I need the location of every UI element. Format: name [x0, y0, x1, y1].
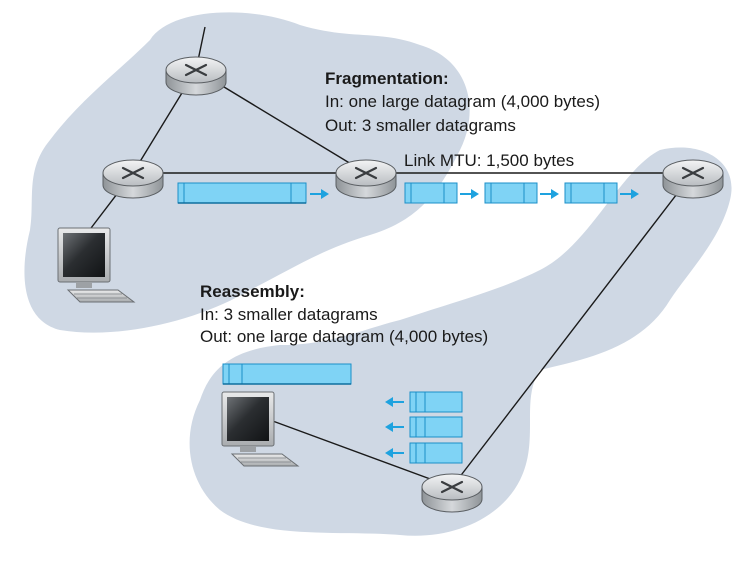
- fragmentation-in-text: In: one large datagram (4,000 bytes): [325, 92, 600, 111]
- arrow-left-icon: [385, 422, 404, 432]
- arrow-right-icon: [460, 189, 479, 199]
- reassembled-datagram: [222, 363, 352, 385]
- fragment-datagram: [564, 182, 618, 204]
- router-icon: [102, 159, 164, 199]
- fragment-datagram: [409, 416, 463, 438]
- arrow-left-icon: [385, 397, 404, 407]
- arrow-right-icon: [620, 189, 639, 199]
- link-mtu-label: Link MTU: 1,500 bytes: [404, 151, 574, 170]
- link-r1-r3: [195, 69, 367, 174]
- link-r4-r5: [451, 172, 694, 488]
- fragmentation-heading: Fragmentation:: [325, 69, 449, 88]
- arrow-right-icon: [310, 189, 329, 199]
- computer-icon: [57, 227, 136, 303]
- arrow-left-icon: [385, 448, 404, 458]
- fragment-datagram: [484, 182, 538, 204]
- router-icon: [421, 473, 483, 513]
- fragment-datagram: [409, 442, 463, 464]
- link-r5-host: [269, 419, 453, 488]
- fragmentation-out-text: Out: 3 smaller datagrams: [325, 116, 516, 135]
- router-icon: [662, 159, 724, 199]
- reassembly-out-text: Out: one large datagram (4,000 bytes): [200, 327, 488, 346]
- fragment-datagram: [409, 391, 463, 413]
- reassembly-heading: Reassembly:: [200, 282, 305, 301]
- computer-icon: [221, 391, 300, 467]
- fragment-datagram: [404, 182, 458, 204]
- arrow-right-icon: [540, 189, 559, 199]
- router-icon: [335, 159, 397, 199]
- network-region-lower: [189, 147, 732, 536]
- large-datagram: [177, 182, 307, 204]
- reassembly-in-text: In: 3 smaller datagrams: [200, 305, 378, 324]
- router-icon: [165, 56, 227, 96]
